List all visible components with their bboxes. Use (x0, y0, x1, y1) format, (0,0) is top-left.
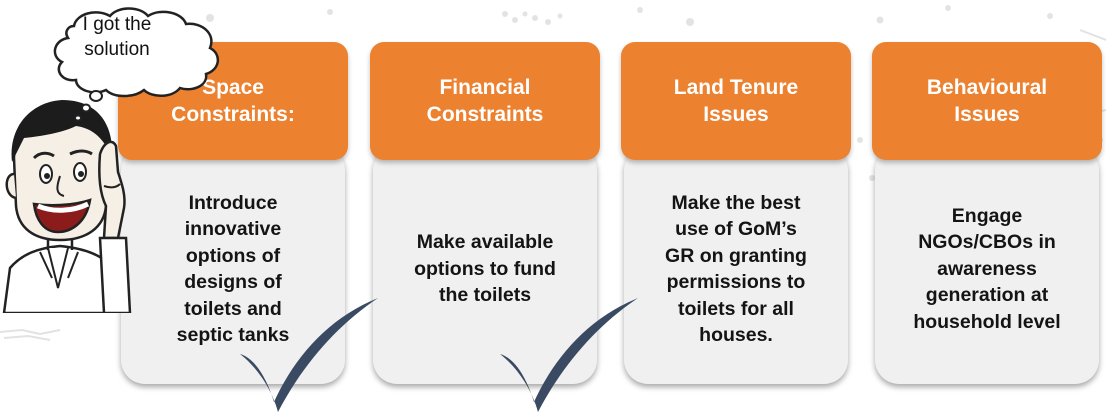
column-land-tenure-issues: Land Tenure Issues Make the best use of … (621, 42, 851, 387)
checkmark-icon (240, 298, 378, 412)
checkmark-icon (500, 298, 638, 412)
column-header: Space Constraints: (118, 42, 348, 160)
thought-bubble-text: I got the solution (82, 14, 152, 60)
thought-bubble-icon (53, 7, 219, 122)
column-body: Make the best use of GoM’s GR on grantin… (624, 146, 848, 384)
column-header: Financial Constraints (370, 42, 600, 160)
column-financial-constraints: Financial Constraints Make available opt… (370, 42, 600, 387)
column-header: Behavioural Issues (872, 42, 1102, 160)
column-header: Land Tenure Issues (621, 42, 851, 160)
column-space-constraints: Space Constraints: Introduce innovative … (118, 42, 348, 387)
column-body: Make available options to fund the toile… (373, 146, 597, 384)
column-body: Introduce innovative options of designs … (121, 146, 345, 384)
column-behavioural-issues: Behavioural Issues Engage NGOs/CBOs in a… (872, 42, 1102, 387)
cartoon-man-illustration (2, 100, 132, 313)
column-body: Engage NGOs/CBOs in awareness generation… (875, 146, 1099, 384)
